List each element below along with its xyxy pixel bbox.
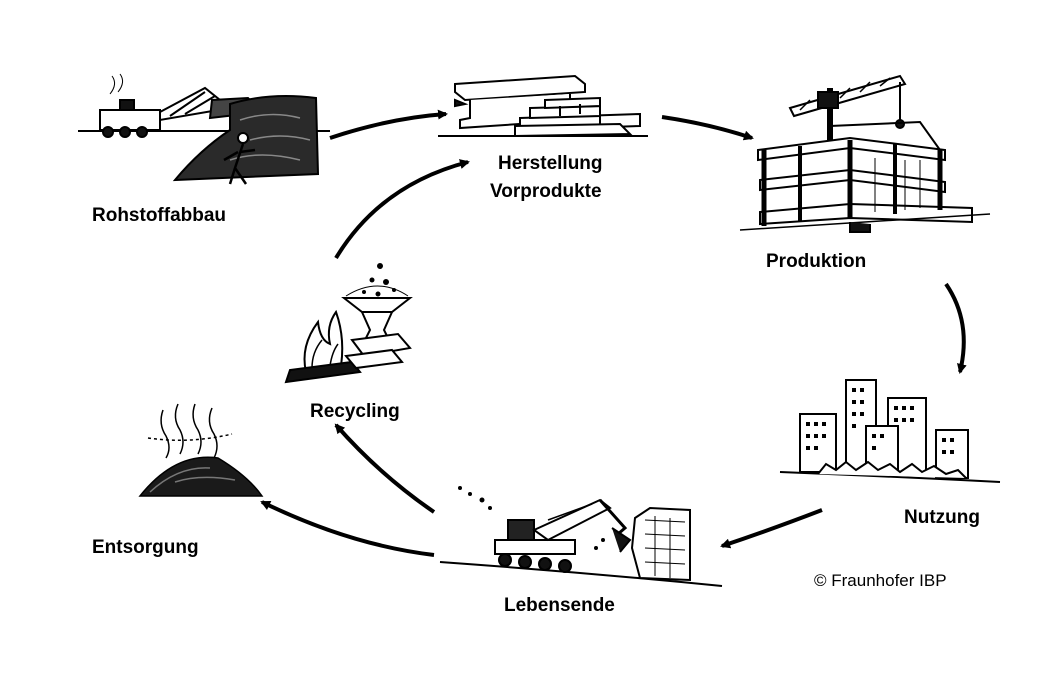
label-herstellung-line1: Herstellung [498,153,603,174]
arrow-nutzung-to-lebensende [720,508,823,549]
label-entsorgung: Entsorgung [92,537,199,558]
construction-crane-icon [739,74,991,233]
label-produktion: Produktion [766,251,867,272]
arrow-recycling-to-herstellung [334,159,470,260]
city-skyline-icon [779,379,1001,483]
arrow-herstellung-to-produktion [661,115,754,141]
label-rohstoffabbau: Rohstoffabbau [92,205,227,226]
arrow-produktion-to-nutzung [944,282,967,374]
excavator-mining-icon [78,73,330,185]
recycling-furnace-icon [284,263,413,384]
copyright-notice: © Fraunhofer IBP [814,571,947,590]
arrow-lebensende-to-entsorgung [260,500,435,557]
steel-beam-slabs-icon [438,74,648,138]
arrow-rohstoff-to-herstellung [329,109,448,140]
arrow-lebensende-to-recycling [334,423,436,514]
label-nutzung: Nutzung [904,507,980,528]
demolition-excavator-icon [439,486,723,587]
label-lebensende: Lebensende [504,595,615,616]
label-herstellung-line2: Vorprodukte [490,181,602,202]
label-recycling: Recycling [310,401,400,422]
waste-heap-icon [138,403,264,497]
